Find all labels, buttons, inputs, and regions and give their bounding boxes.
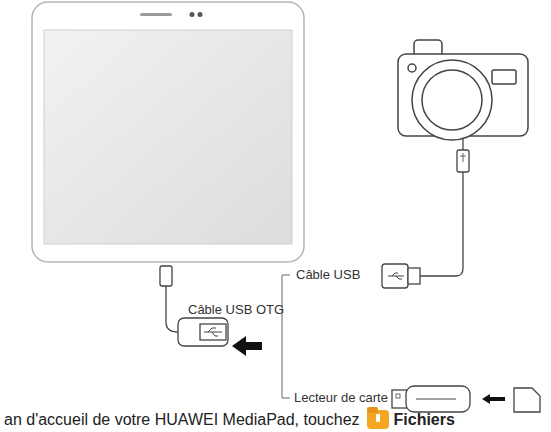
- usb-cable: [382, 136, 469, 288]
- insert-arrow: [232, 336, 262, 356]
- camera: [398, 40, 528, 140]
- sd-card: [514, 388, 540, 412]
- bracket: [282, 275, 290, 398]
- instruction-line: an d'accueil de votre HUAWEI MediaPad, t…: [4, 406, 455, 430]
- card-reader: [392, 386, 470, 412]
- app-name: Fichiers: [394, 410, 455, 430]
- cable-label: Câble USB OTG: [188, 302, 284, 318]
- reader-label: Lecteur de carte: [294, 390, 388, 406]
- instruction-text: an d'accueil de votre HUAWEI MediaPad, t…: [4, 410, 360, 430]
- tablet: [32, 2, 304, 262]
- cable-label: Câble USB: [296, 267, 360, 283]
- files-app-icon: [366, 406, 390, 430]
- insert-arrow-small: [482, 394, 505, 404]
